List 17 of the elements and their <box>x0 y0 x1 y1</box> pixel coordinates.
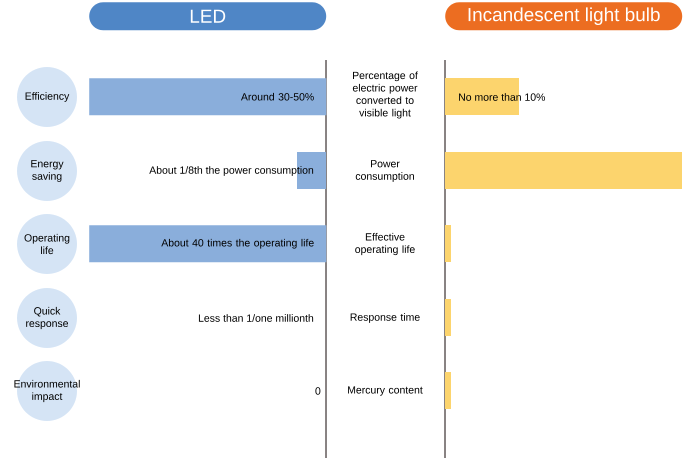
bar <box>445 78 519 115</box>
value-text: About 1/8th the power consumption <box>149 166 314 176</box>
row-heading: Response time <box>350 313 420 323</box>
value-text: Less than 1/one millionth <box>198 314 314 322</box>
column-header: LED <box>89 2 326 30</box>
row-heading: Percentage of electric power converted to visible light <box>352 71 418 119</box>
column-header: Incandescent light bulb <box>445 2 682 30</box>
bar: About 40 times the operating life <box>89 225 326 262</box>
bar <box>445 152 682 189</box>
row-heading: Power consumption <box>356 160 414 182</box>
row-heading: Effective operating life <box>355 232 415 256</box>
bar: Around 30-50% <box>89 78 326 116</box>
value-text: 0 <box>315 387 320 395</box>
bar <box>445 372 451 409</box>
bar <box>445 299 451 336</box>
bar <box>445 225 451 262</box>
row-heading: Mercury content <box>348 386 423 396</box>
